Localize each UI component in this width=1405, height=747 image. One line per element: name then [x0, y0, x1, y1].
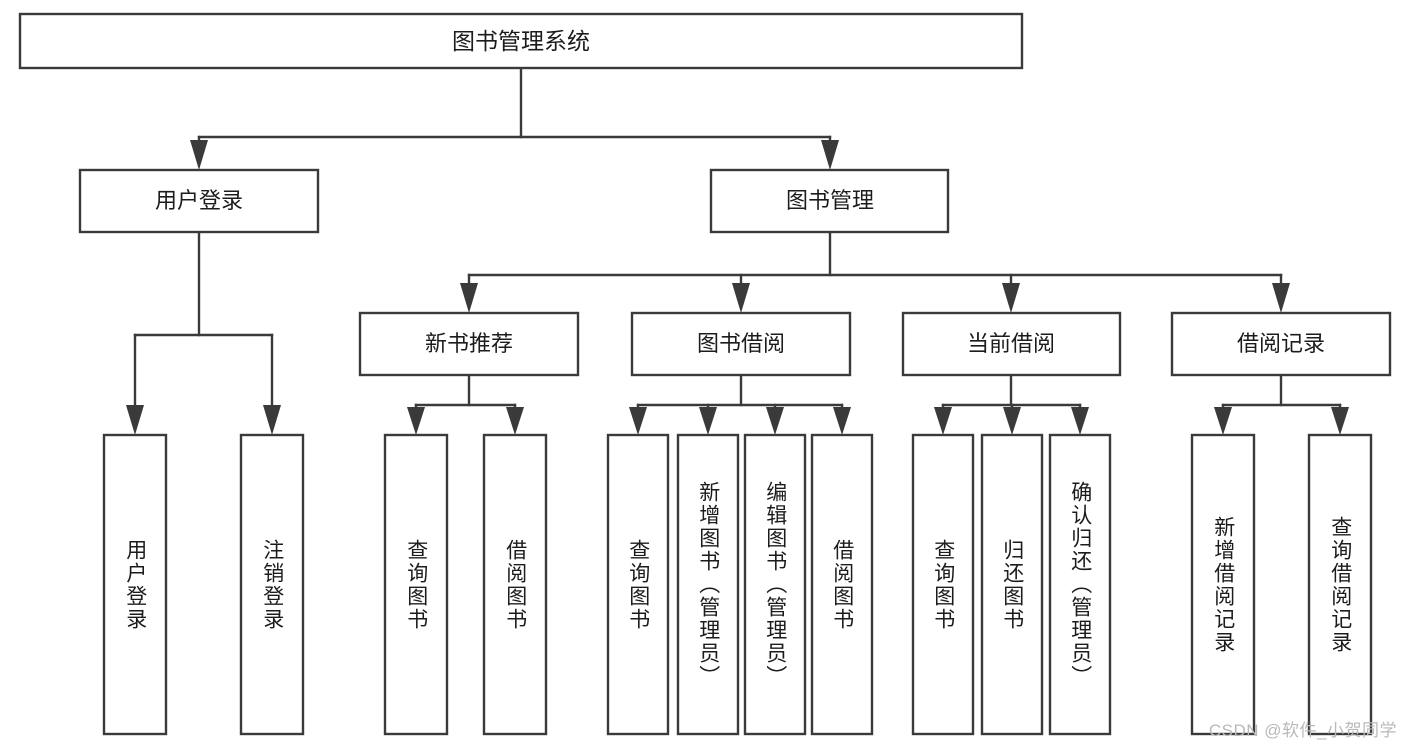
leaf-box-add-borrow-record[interactable] [1190, 433, 1256, 736]
watermark-text: CSDN @软件_小贺同学 [1208, 721, 1397, 740]
node-root-label: 图书管理系统 [452, 28, 590, 54]
node-label: 当前借阅 [967, 331, 1055, 356]
node-box[interactable] [1170, 311, 1392, 377]
leaf-box-query-book-borrow[interactable] [606, 433, 670, 736]
arrow-head-icon [1071, 407, 1089, 435]
arrow-head-icon [1002, 283, 1020, 313]
leaf-box-borrow-book-recommend[interactable] [482, 433, 548, 736]
arrow-head-icon [934, 407, 952, 435]
arrow-head-icon [460, 283, 478, 313]
node-root-box[interactable] [18, 12, 1024, 70]
arrow-head-icon [766, 407, 784, 435]
leaf-box-query-book-recommend[interactable] [383, 433, 449, 736]
node-box[interactable] [358, 311, 580, 377]
connector-group-new-book-recommend [407, 373, 524, 435]
leaf-box-logout-login[interactable] [239, 433, 305, 736]
arrow-head-icon [190, 140, 208, 170]
node-root[interactable]: 图书管理系统 [18, 12, 1024, 70]
node-box[interactable] [630, 311, 852, 377]
arrow-head-icon [126, 405, 144, 435]
node-book-borrow[interactable]: 图书借阅 [630, 311, 852, 377]
node-box[interactable] [78, 168, 320, 234]
leaf-box-query-borrow-record[interactable] [1307, 433, 1373, 736]
node-label: 借阅记录 [1237, 331, 1325, 356]
node-current-borrow[interactable]: 当前借阅 [901, 311, 1122, 377]
arrow-head-icon [1003, 407, 1021, 435]
arrow-head-icon [699, 407, 717, 435]
leaf-box-group [102, 433, 1373, 736]
leaf-box-borrow-book[interactable] [810, 433, 874, 736]
arrow-head-icon [1214, 407, 1232, 435]
connector-group-user-login [126, 230, 281, 435]
arrow-head-icon [1272, 283, 1290, 313]
leaf-box-edit-book-admin[interactable] [743, 433, 807, 736]
arrow-head-icon [833, 407, 851, 435]
node-label: 图书借阅 [697, 331, 785, 356]
connector-group-current-borrow [934, 373, 1089, 435]
connector-group-borrow-record [1214, 373, 1349, 435]
arrow-head-icon [821, 140, 839, 170]
leaf-box-query-book-current[interactable] [911, 433, 975, 736]
node-user-login[interactable]: 用户登录 [78, 168, 320, 234]
node-label: 用户登录 [155, 188, 243, 213]
node-label: 新书推荐 [425, 331, 513, 356]
node-label: 图书管理 [786, 188, 874, 213]
leaf-box-add-book-admin[interactable] [676, 433, 740, 736]
connector-group-book-borrow [629, 373, 851, 435]
leaf-box-confirm-return-admin[interactable] [1048, 433, 1112, 736]
node-borrow-record[interactable]: 借阅记录 [1170, 311, 1392, 377]
arrow-head-icon [263, 405, 281, 435]
arrow-head-icon [407, 407, 425, 435]
arrow-head-icon [629, 407, 647, 435]
arrow-head-icon [1331, 407, 1349, 435]
node-new-book-recommend[interactable]: 新书推荐 [358, 311, 580, 377]
node-box[interactable] [901, 311, 1122, 377]
node-book-management[interactable]: 图书管理 [709, 168, 950, 234]
node-box[interactable] [709, 168, 950, 234]
arrow-head-icon [506, 407, 524, 435]
arrow-head-icon [732, 283, 750, 313]
leaf-box-user-login[interactable] [102, 433, 168, 736]
connector-group-book-management [460, 230, 1290, 313]
leaf-box-return-book[interactable] [980, 433, 1044, 736]
connector-group-root [190, 66, 839, 170]
